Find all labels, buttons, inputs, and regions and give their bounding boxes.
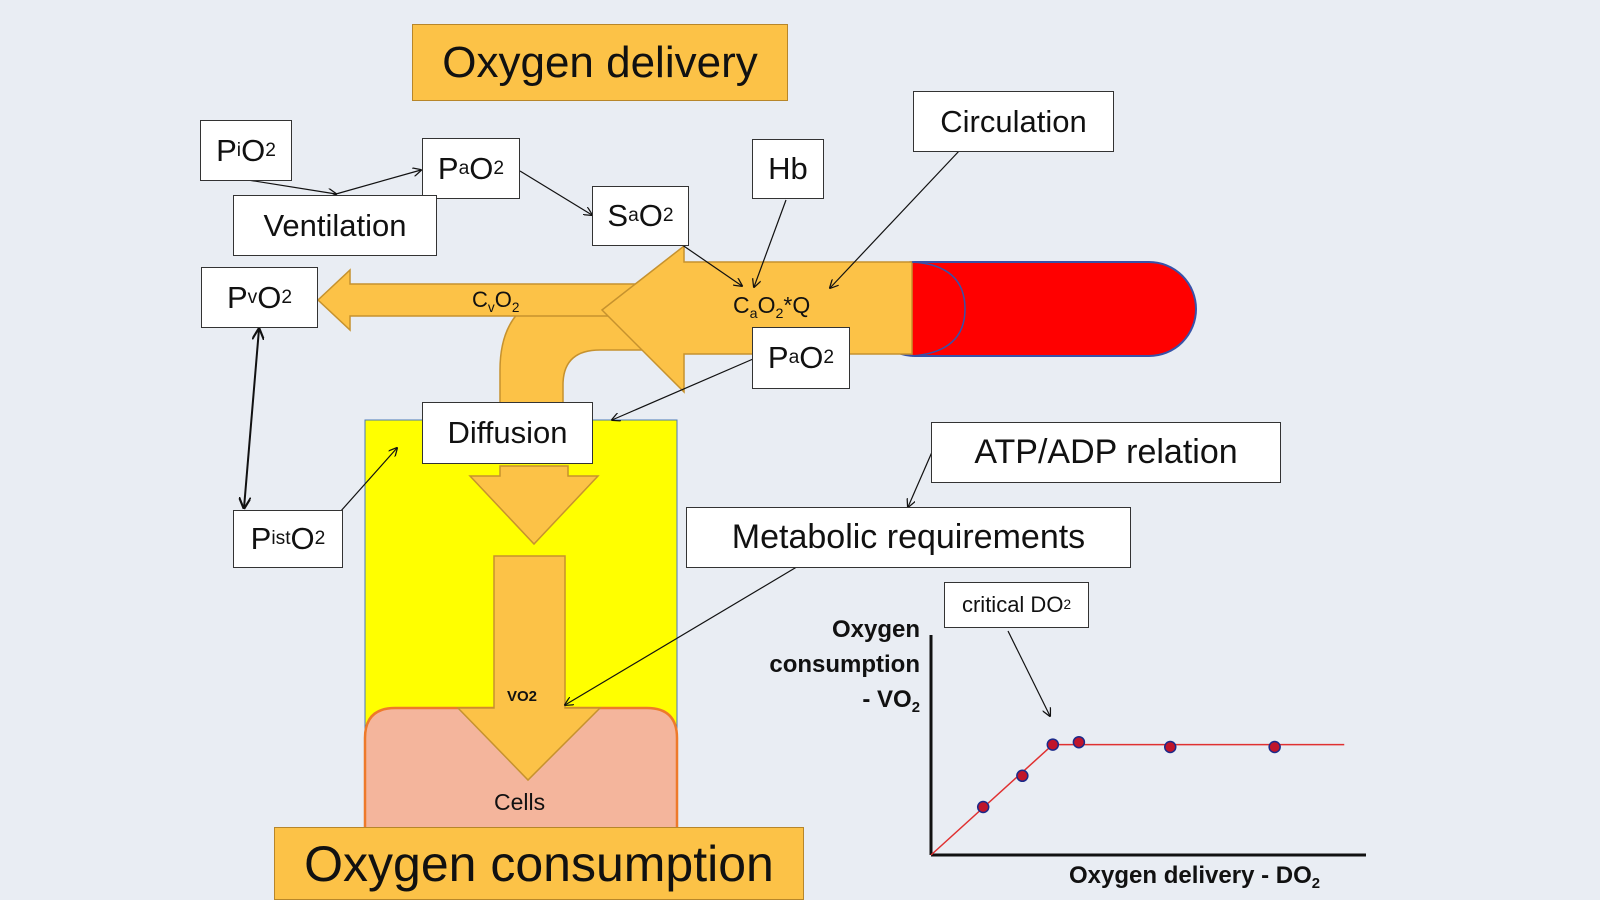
- node-hb: Hb: [752, 139, 824, 199]
- cao2q-tail: *Q: [783, 292, 811, 318]
- cvo2-sub1: v: [487, 299, 495, 315]
- pao2-to-sao2-line: [519, 170, 592, 215]
- chart-fit-line: [930, 743, 1345, 856]
- chart-xlabel-text: Oxygen delivery -: [1069, 862, 1276, 889]
- sao2-main: S: [607, 198, 629, 233]
- chart-point-6: [1268, 740, 1281, 754]
- chart-xlabel: Oxygen delivery - DO2: [1069, 862, 1321, 893]
- pisto2-mid: O: [290, 521, 315, 556]
- cells-label: Cells: [494, 789, 546, 815]
- pisto2-main: P: [250, 521, 272, 556]
- chart-ylabel-line2: consumption: [769, 651, 920, 678]
- blood-vessel: [867, 261, 1197, 357]
- critical-do2-text: critical DO: [961, 592, 1064, 617]
- chart-ylabel-vo: - VO: [862, 686, 912, 713]
- cao2q-sub1: a: [749, 305, 758, 322]
- do2-vo2-chart: [929, 635, 1366, 857]
- circulation-to-cao2-line: [830, 149, 961, 288]
- chart-xlabel-sub: 2: [1311, 876, 1321, 893]
- pisto2-to-diffusion-line: [339, 448, 397, 513]
- pio2-to-ventilation-line: [247, 179, 336, 194]
- cvo2-label: CvO2: [472, 287, 520, 315]
- metabolic-to-vo2-line: [565, 564, 801, 705]
- chart-point-4: [1072, 735, 1086, 749]
- chart-point-3: [1046, 738, 1060, 751]
- pvo2-main: P: [226, 279, 248, 315]
- pvo2-mid: O: [257, 279, 282, 315]
- sao2-mid: O: [638, 198, 663, 233]
- cvo2-main: C: [472, 287, 488, 312]
- title-oxygen-consumption: Oxygen consumption: [274, 827, 804, 900]
- chart-point-1: [976, 800, 990, 814]
- vo2-arrow: [456, 555, 602, 782]
- pao2-mid-main: P: [767, 340, 789, 375]
- cvo2-sub2: 2: [511, 299, 520, 315]
- pvo2-pisto2-double-line: [244, 329, 259, 508]
- pao2-top-mid: O: [469, 150, 494, 186]
- node-ventilation: Ventilation: [233, 195, 437, 256]
- atp-to-metabolic-line: [908, 451, 933, 507]
- hb-to-cao2-line: [754, 199, 787, 287]
- title-oxygen-delivery: Oxygen delivery: [412, 24, 788, 101]
- chart-point-5: [1164, 740, 1177, 754]
- pao2-top-main: P: [437, 150, 459, 186]
- cao2q-mid: O: [757, 292, 776, 318]
- pao2-to-diffusion-line: [612, 355, 761, 420]
- node-atp-adp: ATP/ADP relation: [931, 422, 1281, 483]
- vo2-label: VO2: [507, 688, 538, 705]
- pio2-mid: O: [241, 132, 266, 168]
- cao2q-main: C: [733, 292, 750, 318]
- cao2q-label: CaO2*Q: [733, 292, 811, 322]
- cao2q-sub2: 2: [775, 305, 784, 322]
- chart-ylabel-sub: 2: [911, 700, 920, 717]
- ventilation-to-pao2-line: [335, 170, 421, 195]
- node-circulation: Circulation: [913, 91, 1114, 152]
- chart-ylabel-line1: Oxygen: [831, 616, 920, 643]
- pio2-main: P: [216, 132, 237, 168]
- sao2-to-cao2-line: [674, 239, 742, 286]
- node-diffusion: Diffusion: [422, 402, 593, 464]
- node-metabolic: Metabolic requirements: [686, 507, 1131, 568]
- vessel-cap-curve: [911, 261, 966, 357]
- chart-ylabel-line3: - VO2: [750, 682, 920, 717]
- chart-xlabel-do: DO: [1275, 862, 1312, 889]
- pao2-mid-mid: O: [799, 340, 824, 375]
- chart-point-2: [1016, 769, 1029, 783]
- critical-do2-pointer-line: [1007, 630, 1050, 716]
- cvo2-mid: O: [494, 287, 512, 312]
- diffusion-arrow: [468, 465, 600, 546]
- chart-ylabel: Oxygen consumption - VO2: [750, 612, 920, 717]
